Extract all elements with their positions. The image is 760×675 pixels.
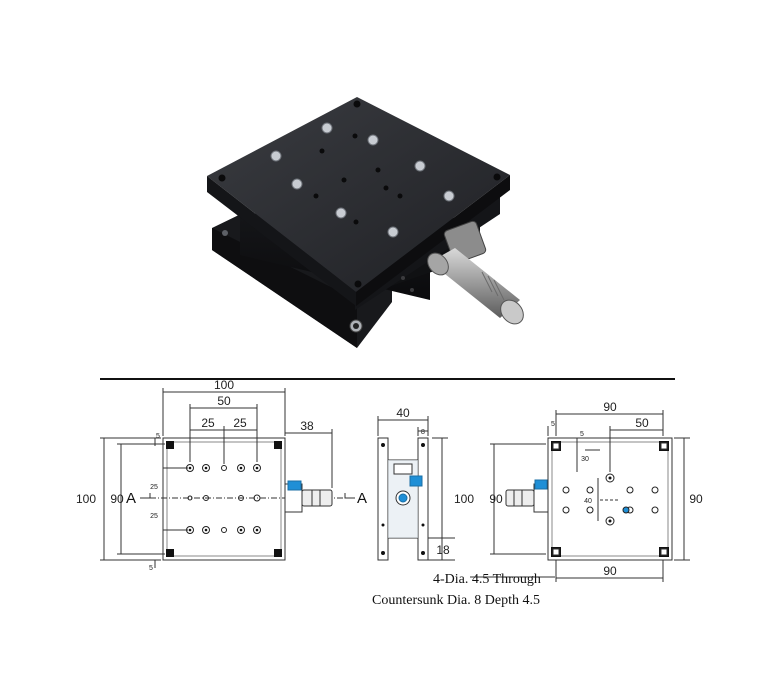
dim-bottom-height-left: 90 (489, 492, 503, 506)
dim-row-bottom: 25 (150, 513, 158, 520)
note-countersink: Countersunk Dia. 8 Depth 4.5 (372, 593, 540, 608)
dim-bottom-hole-spacing: 50 (635, 416, 649, 430)
bottom-view-labels: 90 50 5 5 30 40 90 90 90 (489, 400, 703, 578)
dim-overall-width: 100 (214, 378, 234, 392)
top-view-drawing (100, 388, 355, 568)
dim-micrometer-offset: 38 (300, 419, 314, 433)
dim-edge-top: 5 (156, 433, 160, 440)
dim-base-height: 18 (436, 543, 450, 557)
top-view-labels: 100 50 25 25 38 100 90 25 25 5 5 A A (76, 378, 367, 572)
top-plate (207, 97, 510, 292)
dim-hole-spacing-right: 25 (233, 416, 247, 430)
section-marker-right: A (357, 490, 367, 507)
dim-hole-spacing-outer: 50 (217, 394, 231, 408)
bottom-view-drawing (490, 410, 690, 582)
dim-bottom-inner-30: 30 (581, 456, 589, 463)
micrometer-head (427, 220, 524, 325)
side-view-labels: 40 8 100 18 (396, 406, 474, 557)
dim-side-height: 100 (454, 492, 474, 506)
dim-bottom-width-top: 90 (603, 400, 617, 414)
dim-bottom-height-right: 90 (689, 492, 703, 506)
dim-bottom-inner-40: 40 (584, 498, 592, 505)
note-through-holes: 4-Dia. 4.5 Through (433, 572, 541, 587)
dim-bottom-edge-left: 5 (551, 421, 555, 428)
side-view-drawing (377, 416, 455, 561)
dim-hole-spacing-left: 25 (201, 416, 215, 430)
stage-photo (207, 97, 524, 348)
section-marker-left: A (126, 490, 136, 507)
top-plate-holes (270, 122, 455, 238)
dim-bottom-edge-small: 5 (580, 431, 584, 438)
dim-inner-height: 90 (110, 492, 124, 506)
dim-bottom-width-bottom: 90 (603, 564, 617, 578)
dim-row-top: 25 (150, 484, 158, 491)
dim-overall-height: 100 (76, 492, 96, 506)
dim-edge-bottom: 5 (149, 565, 153, 572)
dim-plate-thickness: 8 (421, 429, 425, 436)
dim-depth: 40 (396, 406, 410, 420)
